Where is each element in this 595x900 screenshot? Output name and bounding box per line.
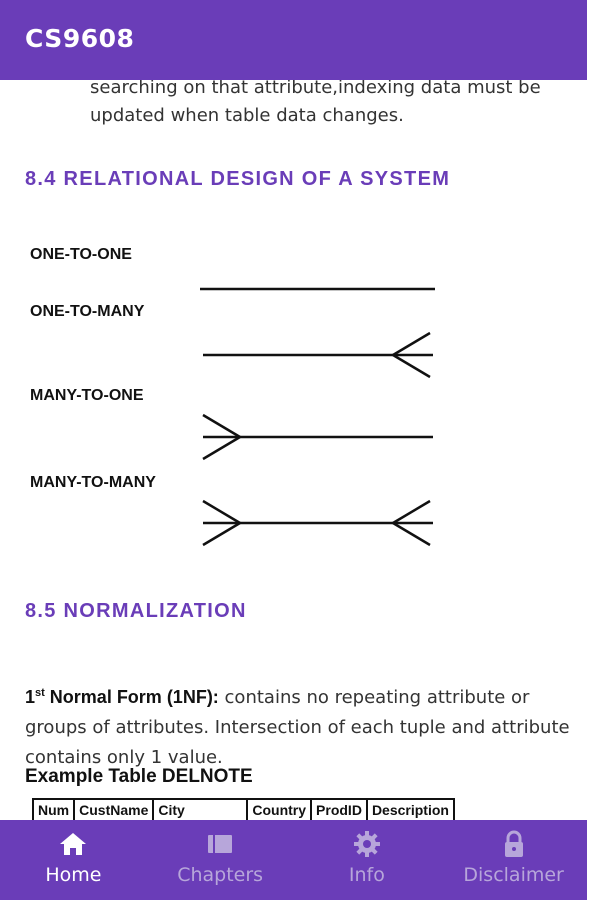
intro-paragraph: searching on that attribute,indexing dat… [90,80,541,126]
nf1-superscript: st [35,687,45,699]
chapters-icon [203,830,237,858]
nf1-paragraph: 1st Normal Form (1NF): contains no repea… [25,678,570,773]
one-to-many-line [203,331,433,379]
nf1-definition: contains no repeating attribute or group… [25,687,570,768]
nav-home-label: Home [45,864,102,886]
relationship-diagram [200,287,435,547]
nav-disclaimer-label: Disclaimer [463,864,564,886]
table-caption: Example Table DELNOTE [25,766,253,787]
section-heading-normalization: 8.5 NORMALIZATION [25,600,247,622]
nav-chapters[interactable]: Chapters [147,820,294,900]
delnote-table: Num CustName City Country ProdID Descrip… [31,798,455,820]
nf1-lead: 1st Normal Form (1NF): [25,687,219,707]
label-many-to-one: MANY-TO-ONE [30,387,144,404]
nf1-term: Normal Form (1NF): [44,687,219,707]
many-to-many-line [202,499,433,547]
table-header-row: Num CustName City Country ProdID Descrip… [31,798,455,820]
nav-info[interactable]: Info [294,820,441,900]
label-many-to-many: MANY-TO-MANY [30,474,156,491]
label-one-to-many: ONE-TO-MANY [30,303,145,320]
nav-chapters-label: Chapters [177,864,264,886]
home-icon [56,830,90,858]
lock-icon [497,830,531,858]
content-scroll-area[interactable]: searching on that attribute,indexing dat… [0,80,587,820]
col-country: Country [246,798,313,820]
gear-icon [350,830,384,858]
nav-info-label: Info [348,864,385,886]
app-title: CS9608 [25,24,135,53]
window-edge [587,0,595,900]
col-custname: CustName [73,798,155,820]
col-prodid: ProdID [310,798,368,820]
section-heading-relational-design: 8.4 RELATIONAL DESIGN OF A SYSTEM [25,168,451,190]
nf1-number: 1 [25,687,36,707]
nav-disclaimer[interactable]: Disclaimer [440,820,587,900]
col-city: City [152,798,249,820]
many-to-one-line [202,413,433,461]
app-header: CS9608 [0,0,587,80]
label-one-to-one: ONE-TO-ONE [30,246,132,263]
nav-home[interactable]: Home [0,820,147,900]
bottom-navigation: Home Chapters [0,820,587,900]
col-num: Num [31,798,76,820]
col-description: Description [365,798,455,820]
